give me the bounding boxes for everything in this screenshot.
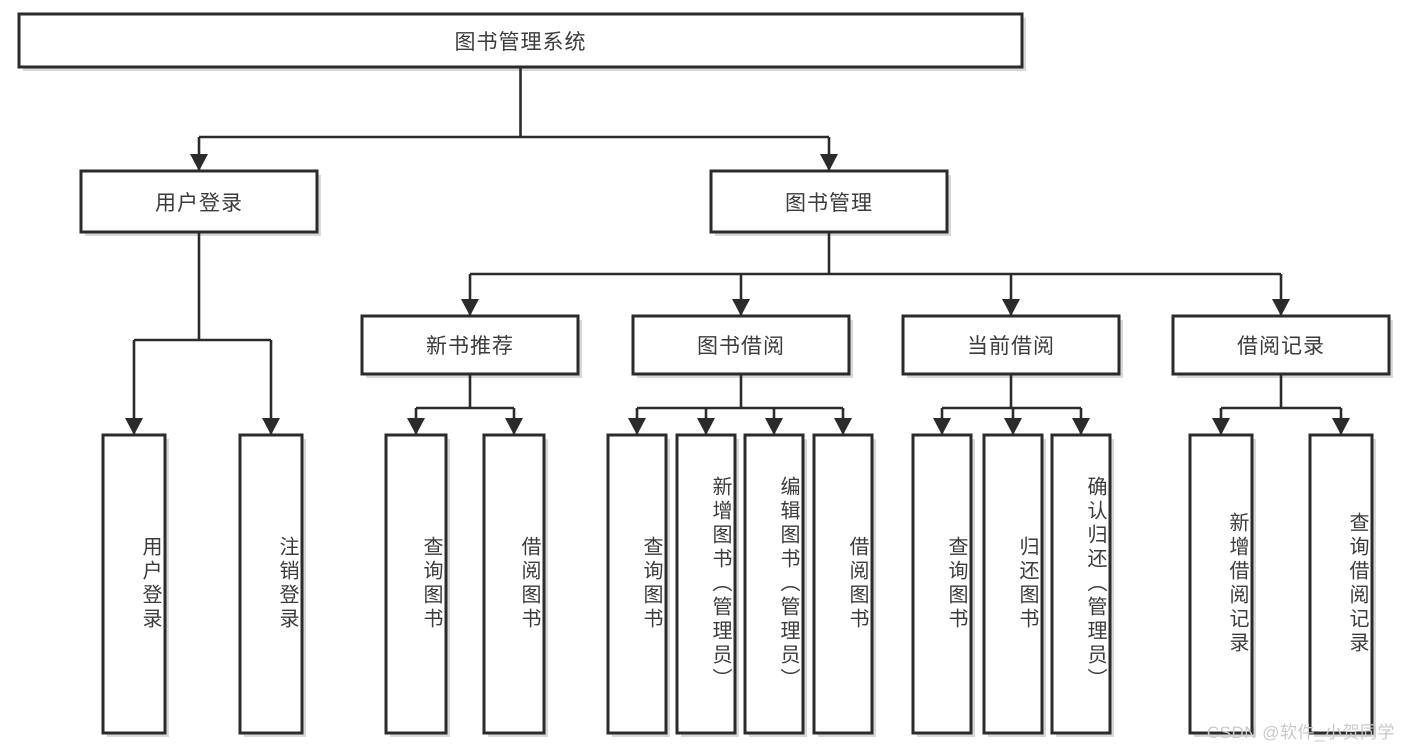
arrow-head-book_manage (820, 154, 838, 171)
node-box-leaf_query_book_2[interactable] (606, 433, 668, 735)
arrow-head-leaf_add_book (697, 418, 715, 435)
arrow-head-leaf_query_record (1332, 418, 1350, 435)
arrow-head-leaf_user_login (125, 418, 143, 435)
node-borrow_record[interactable] (1173, 316, 1389, 374)
arrow-head-leaf_borrow_book_2 (834, 418, 852, 435)
arrow-head-leaf_query_book_3 (933, 418, 951, 435)
node-current_borrow[interactable] (903, 316, 1119, 374)
node-box-leaf_query_book_3[interactable] (911, 433, 973, 735)
arrow-head-borrow_record (1272, 299, 1290, 316)
node-box-current_borrow[interactable] (901, 314, 1121, 376)
arrow-head-leaf_return_book (1004, 418, 1022, 435)
node-leaf_query_book_1[interactable] (386, 435, 446, 733)
node-new_book_rec[interactable] (362, 316, 578, 374)
arrow-head-user_login (190, 154, 208, 171)
node-box-leaf_user_logout[interactable] (238, 433, 304, 735)
node-book_borrow[interactable] (633, 316, 849, 374)
node-leaf_user_login[interactable] (103, 435, 165, 733)
arrow-head-leaf_user_logout (262, 418, 280, 435)
node-box-leaf_user_login[interactable] (101, 433, 167, 735)
node-leaf_return_book[interactable] (984, 435, 1042, 733)
node-leaf_query_book_3[interactable] (913, 435, 971, 733)
node-box-leaf_borrow_book_1[interactable] (482, 433, 546, 735)
arrow-head-leaf_query_book_2 (628, 418, 646, 435)
node-box-leaf_edit_book[interactable] (743, 433, 805, 735)
arrow-head-new_book_rec (461, 299, 479, 316)
node-leaf_edit_book[interactable] (745, 435, 803, 733)
node-leaf_user_logout[interactable] (240, 435, 302, 733)
arrow-head-leaf_edit_book (765, 418, 783, 435)
arrow-head-leaf_confirm_return (1072, 418, 1090, 435)
node-leaf_query_book_2[interactable] (608, 435, 666, 733)
arrow-head-current_borrow (1002, 299, 1020, 316)
node-leaf_add_record[interactable] (1190, 435, 1252, 733)
node-box-leaf_borrow_book_2[interactable] (812, 433, 874, 735)
arrow-head-leaf_borrow_book_1 (505, 418, 523, 435)
node-box-book_borrow[interactable] (631, 314, 851, 376)
node-book_manage[interactable] (711, 171, 947, 232)
watermark: CSDN @软件_小贺同学 (1206, 723, 1395, 742)
node-leaf_borrow_book_2[interactable] (814, 435, 872, 733)
node-leaf_query_record[interactable] (1310, 435, 1372, 733)
node-leaf_confirm_return[interactable] (1052, 435, 1110, 733)
node-root[interactable] (19, 14, 1022, 67)
node-box-leaf_return_book[interactable] (982, 433, 1044, 735)
arrow-head-leaf_add_record (1212, 418, 1230, 435)
node-user_login[interactable] (81, 171, 317, 232)
arrow-head-leaf_query_book_1 (407, 418, 425, 435)
node-box-leaf_add_book[interactable] (675, 433, 737, 735)
arrow-head-book_borrow (732, 299, 750, 316)
node-leaf_add_book[interactable] (677, 435, 735, 733)
node-leaf_borrow_book_1[interactable] (484, 435, 544, 733)
